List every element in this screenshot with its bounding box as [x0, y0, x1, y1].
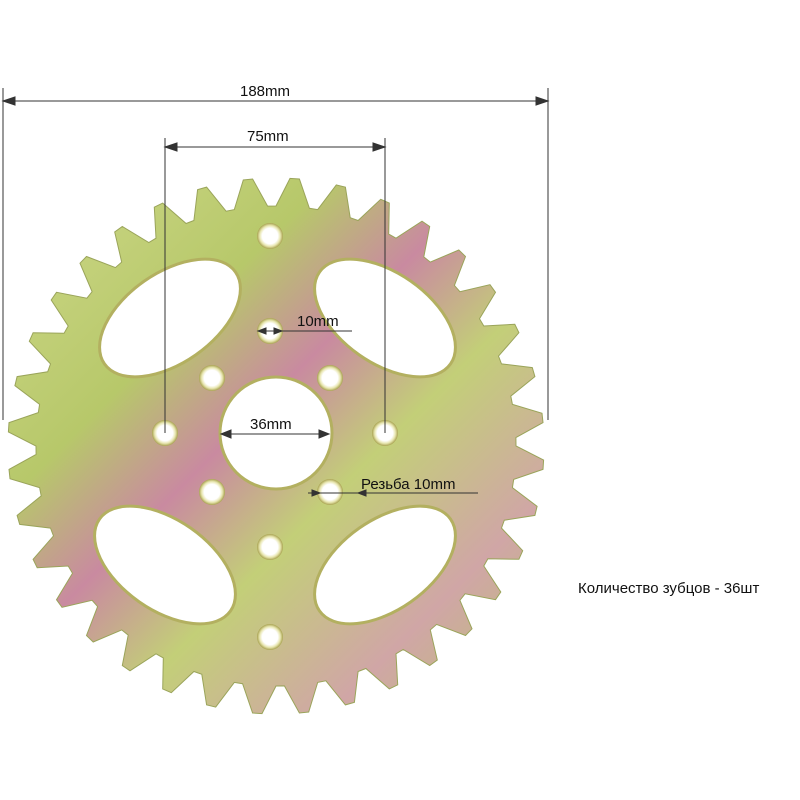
- label-188mm: 188mm: [240, 83, 290, 100]
- cutouts: [93, 257, 457, 626]
- bolt-hole: [317, 479, 343, 505]
- label-10mm: 10mm: [297, 313, 339, 330]
- dimension-lines: [1, 88, 550, 497]
- bolt-hole: [317, 365, 343, 391]
- arrow-icon: [256, 327, 284, 335]
- bolt-hole: [199, 479, 225, 505]
- bolt-hole: [199, 365, 225, 391]
- center-bore: [218, 375, 334, 491]
- arrow-icon: [163, 142, 387, 152]
- bolt-hole: [257, 624, 283, 650]
- teeth-count-note: Количество зубцов - 36шт: [578, 580, 760, 597]
- label-36mm: 36mm: [250, 416, 292, 433]
- cutout-top-left: [98, 257, 242, 379]
- arrow-icon: [1, 96, 550, 106]
- cutout-bottom-right: [313, 504, 457, 626]
- label-75mm: 75mm: [247, 128, 289, 145]
- bolt-hole: [257, 534, 283, 560]
- cutout-bottom-left: [93, 504, 237, 626]
- arrow-icon: [311, 489, 367, 497]
- bolt-hole: [257, 223, 283, 249]
- label-thread: Резьба 10mm: [361, 476, 455, 493]
- arrow-icon: [219, 429, 331, 439]
